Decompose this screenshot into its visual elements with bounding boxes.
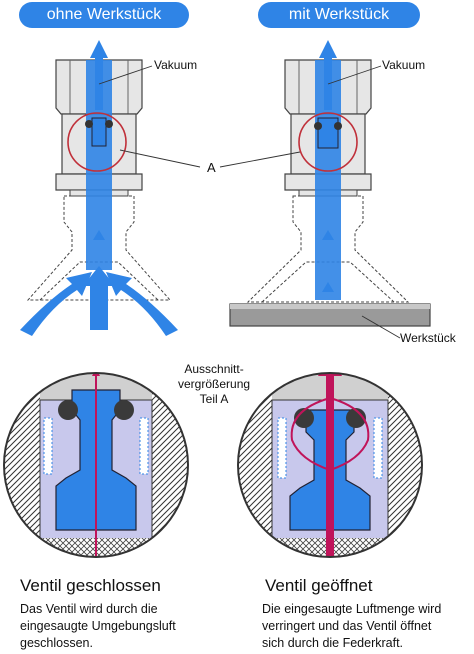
zoom-caption-line-3: Teil A [199, 392, 229, 406]
caption-open-line-3: sich durch die Federkraft. [262, 636, 404, 650]
caption-closed-text: Das Ventil wird durch die eingesaugte Um… [20, 601, 176, 652]
caption-open-line-1: Die eingesaugte Luftmenge wird [262, 602, 442, 616]
gripper-left [20, 40, 201, 336]
label-vakuum-right: Vakuum [382, 58, 426, 72]
caption-open-title: Ventil geöffnet [265, 576, 373, 595]
header-mit-werkstueck: mit Werkstück [258, 2, 420, 28]
caption-open-text: Die eingesaugte Luftmenge wird verringer… [262, 601, 441, 652]
caption-closed-title: Ventil geschlossen [20, 576, 161, 595]
zoom-caption-line-1: Ausschnitt- [184, 362, 244, 376]
caption-closed-line-3: geschlossen. [20, 636, 93, 650]
zoom-valve-open [237, 372, 423, 558]
caption-closed-line-2: eingesaugte Umgebungsluft [20, 619, 176, 633]
label-zoom-caption: Ausschnitt- vergrößerung Teil A [178, 362, 250, 407]
zoom-caption-line-2: vergrößerung [178, 377, 251, 391]
caption-closed-line-1: Das Ventil wird durch die [20, 602, 158, 616]
header-ohne-werkstueck: ohne Werkstück [19, 2, 189, 28]
label-werkstueck: Werkstück [400, 331, 456, 345]
caption-open-line-2: verringert und das Ventil öffnet [262, 619, 432, 633]
label-detail-a: A [207, 160, 216, 175]
label-vakuum-left: Vakuum [154, 58, 198, 72]
zoom-valve-closed [3, 372, 189, 558]
gripper-right [219, 40, 431, 339]
